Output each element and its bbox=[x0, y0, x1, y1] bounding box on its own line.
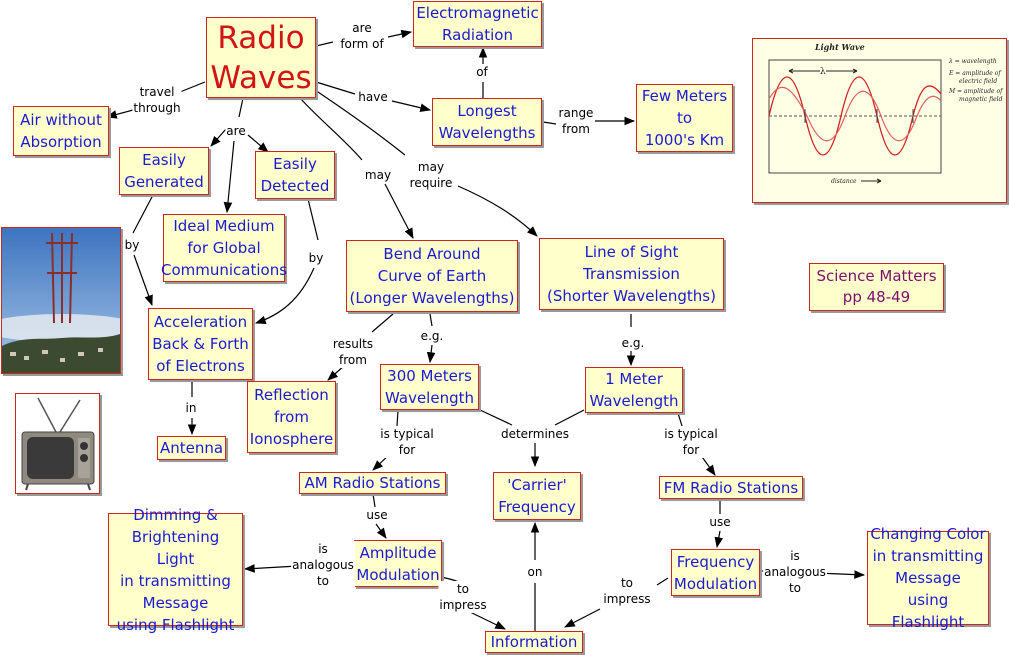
radio-tower-image bbox=[2, 228, 120, 373]
radio-tower-photo[interactable] bbox=[1, 227, 121, 374]
node-electromagnetic-radiation[interactable]: Electromagnetic Radiation bbox=[413, 1, 542, 47]
legend-line: λ = wavelength bbox=[948, 58, 997, 65]
link-label: of bbox=[475, 64, 489, 80]
link-label: may require bbox=[408, 159, 454, 191]
link-label: e.g. bbox=[419, 328, 445, 344]
link-label: are bbox=[225, 123, 247, 139]
node-information[interactable]: Information bbox=[485, 631, 583, 653]
legend-line: E = amplitude of bbox=[948, 70, 1002, 77]
node-bend-around-curve[interactable]: Bend Around Curve of Earth (Longer Wavel… bbox=[346, 240, 518, 312]
node-changing-color[interactable]: Changing Color in transmitting Message u… bbox=[867, 525, 989, 631]
node-antenna[interactable]: Antenna bbox=[157, 436, 226, 460]
link-label: is typical for bbox=[663, 426, 719, 458]
node-reflection-from-ionosphere[interactable]: Reflection from Ionosphere bbox=[247, 381, 336, 453]
link-label: may bbox=[363, 167, 393, 183]
axis-label: distance bbox=[831, 178, 857, 185]
node-amplitude-modulation[interactable]: Amplitude Modulation bbox=[354, 540, 442, 587]
node-science-matters[interactable]: Science Matters pp 48-49 bbox=[809, 263, 944, 311]
link-label: have bbox=[357, 89, 389, 105]
node-acceleration-of-electrons[interactable]: Acceleration Back & Forth of Electrons bbox=[148, 308, 253, 380]
node-fm-radio-stations[interactable]: FM Radio Stations bbox=[659, 476, 803, 499]
link-label: e.g. bbox=[620, 335, 646, 351]
television-photo[interactable] bbox=[15, 393, 100, 494]
legend-line: electric field bbox=[959, 78, 997, 85]
node-carrier-frequency[interactable]: 'Carrier' Frequency bbox=[493, 472, 581, 520]
node-radio-waves[interactable]: Radio Waves bbox=[206, 17, 316, 98]
link-label: to impress bbox=[602, 575, 652, 607]
figure-title: Light Wave bbox=[814, 42, 865, 52]
node-longest-wavelengths[interactable]: Longest Wavelengths bbox=[432, 98, 542, 146]
lambda-label: λ bbox=[820, 67, 826, 77]
link-label: by bbox=[307, 250, 325, 266]
link-label: is analogous to bbox=[291, 541, 355, 589]
link-label: results from bbox=[331, 336, 375, 368]
link-label: use bbox=[708, 514, 732, 530]
link-are-form-of bbox=[315, 41, 334, 47]
link-label: range from bbox=[557, 105, 595, 137]
link-label: in bbox=[184, 400, 198, 416]
node-air-without-absorption[interactable]: Air without Absorption bbox=[13, 106, 109, 156]
node-dimming-brightening-light[interactable]: Dimming & Brightening Light in transmitt… bbox=[108, 506, 243, 634]
light-wave-figure[interactable]: Light Wave λ distance λ = wavelength E =… bbox=[752, 38, 1007, 203]
link-label: to impress bbox=[438, 581, 488, 613]
link-label: on bbox=[526, 564, 544, 580]
node-ideal-medium[interactable]: Ideal Medium for Global Communications bbox=[161, 214, 287, 282]
node-easily-detected[interactable]: Easily Detected bbox=[255, 151, 335, 199]
link-label: determines bbox=[499, 426, 571, 442]
node-300-meters-wavelength[interactable]: 300 Meters Wavelength bbox=[380, 364, 479, 410]
node-few-meters-to-1000-km[interactable]: Few Meters to 1000's Km bbox=[636, 84, 733, 152]
node-1-meter-wavelength[interactable]: 1 Meter Wavelength bbox=[585, 367, 683, 413]
node-frequency-modulation[interactable]: Frequency Modulation bbox=[671, 549, 760, 596]
link-label: travel through bbox=[132, 84, 182, 116]
television-image bbox=[21, 397, 95, 491]
node-line-of-sight[interactable]: Line of Sight Transmission (Shorter Wave… bbox=[539, 238, 724, 310]
node-am-radio-stations[interactable]: AM Radio Stations bbox=[299, 472, 446, 494]
node-easily-generated[interactable]: Easily Generated bbox=[119, 147, 209, 195]
link-label: is typical for bbox=[379, 426, 435, 458]
legend-line: magnetic field bbox=[959, 96, 1003, 103]
light-wave-diagram: Light Wave λ distance λ = wavelength E =… bbox=[768, 42, 1004, 185]
link-label: by bbox=[123, 237, 141, 253]
link-label: are form of bbox=[339, 20, 385, 52]
link-label: is analogous to bbox=[763, 548, 827, 596]
legend-line: M = amplitude of bbox=[948, 88, 1004, 95]
link-label: use bbox=[365, 507, 389, 523]
